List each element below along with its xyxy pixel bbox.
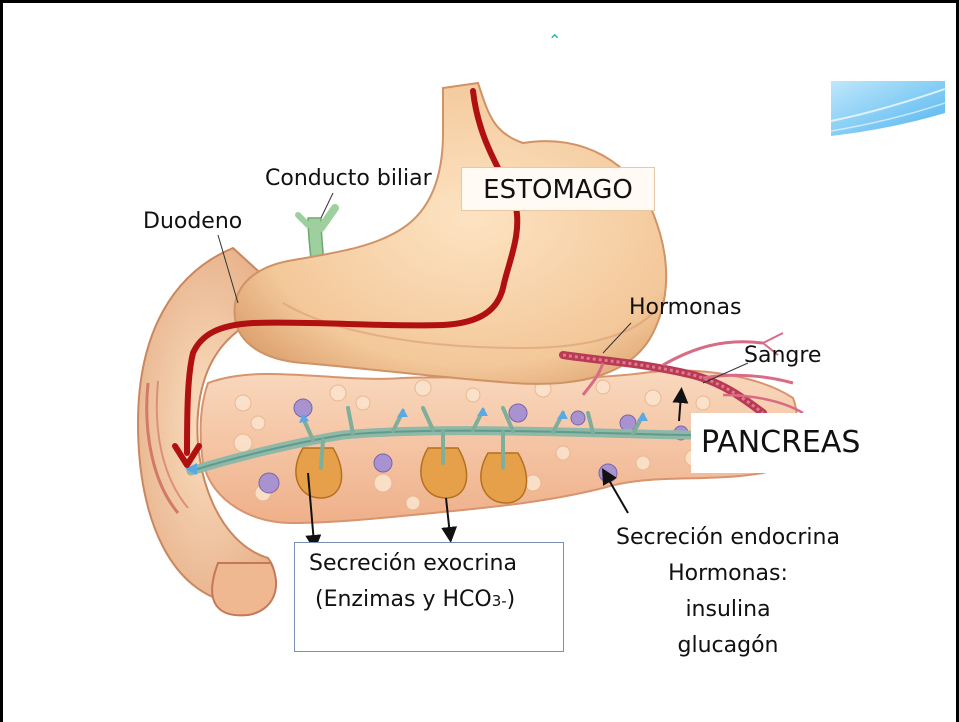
exocrine-detail: (Enzimas y HCO3-): [315, 587, 515, 612]
label-hormonas: Hormonas: [629, 295, 741, 320]
exocrine-detail-subscript: 3-: [492, 592, 507, 610]
label-estomago: ESTOMAGO: [461, 167, 655, 211]
exocrine-detail-prefix: (Enzimas y HCO: [315, 587, 492, 612]
exocrine-title: Secreción exocrina: [309, 551, 517, 576]
label-conducto-biliar: Conducto biliar: [265, 166, 432, 191]
endocrine-hormonas: Hormonas:: [593, 556, 863, 592]
label-sangre: Sangre: [744, 343, 821, 368]
exocrine-secretion-box: Secreción exocrina (Enzimas y HCO3-): [294, 542, 564, 652]
label-pancreas: PANCREAS: [691, 413, 870, 473]
endocrine-glucagon: glucagón: [593, 628, 863, 664]
duodenum-loop: [212, 563, 276, 615]
label-duodeno: Duodeno: [143, 209, 242, 234]
exocrine-detail-suffix: ): [507, 587, 516, 612]
endocrine-insulina: insulina: [593, 592, 863, 628]
endocrine-secretion-text: Secreción endocrina Hormonas: insulina g…: [593, 520, 863, 664]
endocrine-title: Secreción endocrina: [593, 520, 863, 556]
